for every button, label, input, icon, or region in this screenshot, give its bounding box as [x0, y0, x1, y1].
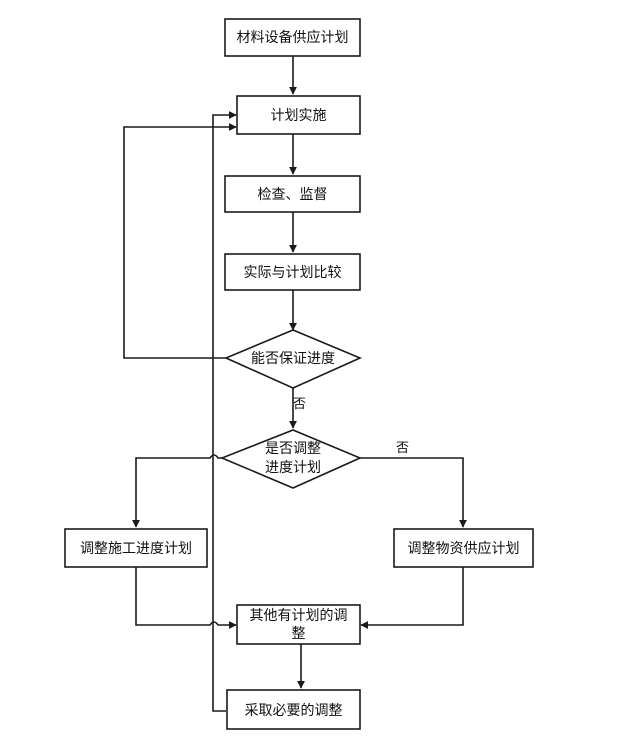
decision-ensure-progress: 能否保证进度: [223, 329, 363, 389]
arrow-ensure-yes-loop: [123, 123, 237, 359]
edge-label-no-adjust: 否: [396, 441, 409, 456]
node-adjust-construction: 调整施工进度计划: [64, 528, 208, 568]
decision-adjust-schedule: 是否调整 进度计划: [219, 429, 363, 489]
implement-box: [236, 95, 361, 135]
take-measures-box: [226, 689, 361, 730]
adjust-material-box: [393, 528, 534, 568]
arrow-to-adjust-construction: [132, 454, 222, 528]
connectors: [123, 56, 467, 712]
adjust-material-label: 调整物资供应计划: [408, 540, 520, 557]
adjust-schedule-label-1: 是否调整: [265, 441, 321, 457]
take-measures-label: 采取必要的调整: [245, 703, 343, 719]
node-take-measures: 采取必要的调整: [226, 689, 361, 730]
ensure-progress-diamond: [223, 329, 363, 389]
arrow-construction-to-other: [135, 567, 237, 629]
ensure-progress-label: 能否保证进度: [251, 351, 335, 367]
node-inspect: 检查、监督: [224, 175, 361, 213]
compare-label: 实际与计划比较: [244, 265, 342, 281]
arrow-measures-feedback: [212, 111, 237, 712]
adjust-schedule-label-2: 进度计划: [265, 460, 321, 476]
implement-label: 计划实施: [271, 108, 327, 124]
adjust-schedule-diamond: [219, 429, 363, 489]
other-adjust-label-1: 其他有计划的调: [250, 608, 348, 624]
other-adjust-label-2: 整: [292, 626, 306, 642]
supply-plan-box: [224, 18, 361, 57]
arrow-material-to-other: [360, 567, 464, 629]
adjust-construction-label: 调整施工进度计划: [80, 541, 192, 557]
node-adjust-material: 调整物资供应计划: [393, 528, 534, 568]
inspect-label: 检查、监督: [258, 187, 328, 203]
node-compare: 实际与计划比较: [224, 253, 361, 291]
arrow-to-adjust-material: [360, 457, 467, 528]
supply-plan-label: 材料设备供应计划: [237, 29, 349, 46]
compare-box: [224, 253, 361, 291]
adjust-construction-box: [64, 528, 208, 568]
edge-label-no-ensure: 否: [293, 397, 306, 412]
node-supply-plan: 材料设备供应计划: [224, 18, 361, 57]
inspect-box: [224, 175, 361, 213]
node-other-adjust: 其他有计划的调 整: [236, 604, 361, 645]
node-implement: 计划实施: [236, 95, 361, 135]
other-adjust-box: [236, 604, 361, 645]
